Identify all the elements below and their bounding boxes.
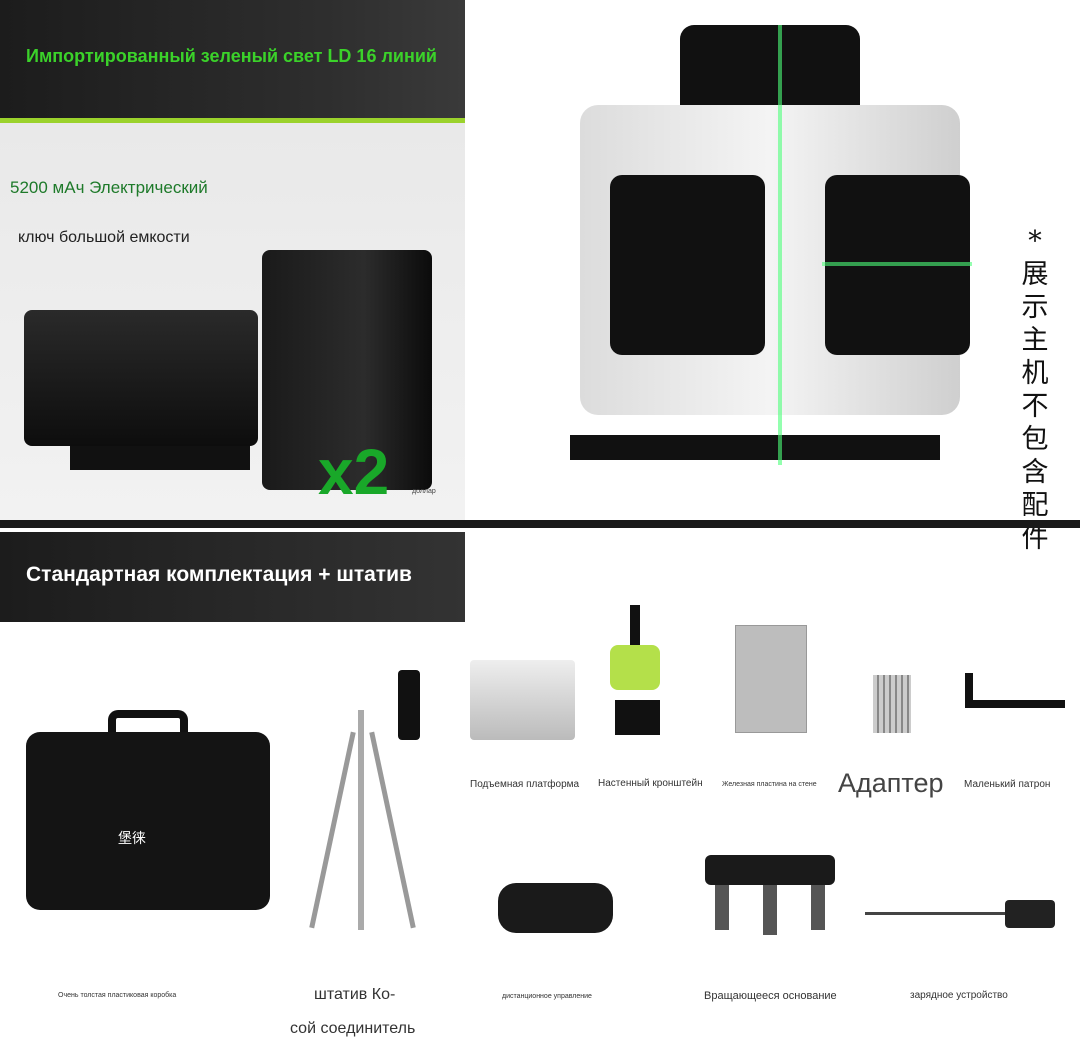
item-label: Очень толстая пластиковая коробка: [58, 992, 177, 999]
tripod-image: [290, 670, 440, 940]
wall-bracket-image: [610, 605, 660, 735]
iron-plate-image: [735, 625, 807, 733]
item-label: Адаптер: [838, 768, 944, 798]
carry-case-image: 堡徕: [26, 710, 270, 910]
charger-image: [865, 900, 1055, 928]
item-label: Подъемная платформа: [470, 779, 580, 790]
small-clamp-image: [965, 673, 1065, 708]
item-label-continued: сой соединитель: [290, 1020, 416, 1037]
case-brand: 堡徕: [118, 830, 146, 846]
package-title: Стандартная комплектация + штатив: [26, 563, 412, 586]
battery-image: [24, 310, 258, 446]
battery-image-2: [262, 250, 432, 490]
battery-description: ключ большой емкости: [18, 229, 190, 246]
item-label: дистанционное управление: [502, 993, 592, 1000]
item-label: Вращающееся основание: [704, 990, 837, 1002]
package-banner: [0, 532, 465, 622]
item-label: штатив Ко-: [314, 986, 396, 1003]
remote-control-image: [498, 883, 613, 933]
adapter-image: [873, 675, 911, 733]
quantity-label: x2: [318, 436, 390, 508]
item-label: Настенный кронштейн: [598, 778, 703, 789]
product-title: Импортированный зеленый свет LD 16 линий: [26, 46, 437, 66]
item-label: Железная пластина на стене: [722, 781, 817, 788]
rotating-base-image: [705, 840, 835, 935]
laser-level-image: [560, 25, 980, 495]
item-label: Маленький патрон: [964, 779, 1051, 790]
section-divider: [0, 520, 1080, 528]
header-band: [0, 0, 465, 118]
lift-platform-image: [470, 660, 575, 740]
item-label: зарядное устройство: [910, 990, 1008, 1001]
vertical-note: *展示主机不包含配件: [1021, 226, 1049, 554]
battery-base: [70, 446, 250, 470]
green-divider: [0, 118, 465, 123]
battery-capacity: 5200 мАч Электрический: [10, 178, 208, 197]
quantity-note: доллар: [412, 488, 436, 495]
